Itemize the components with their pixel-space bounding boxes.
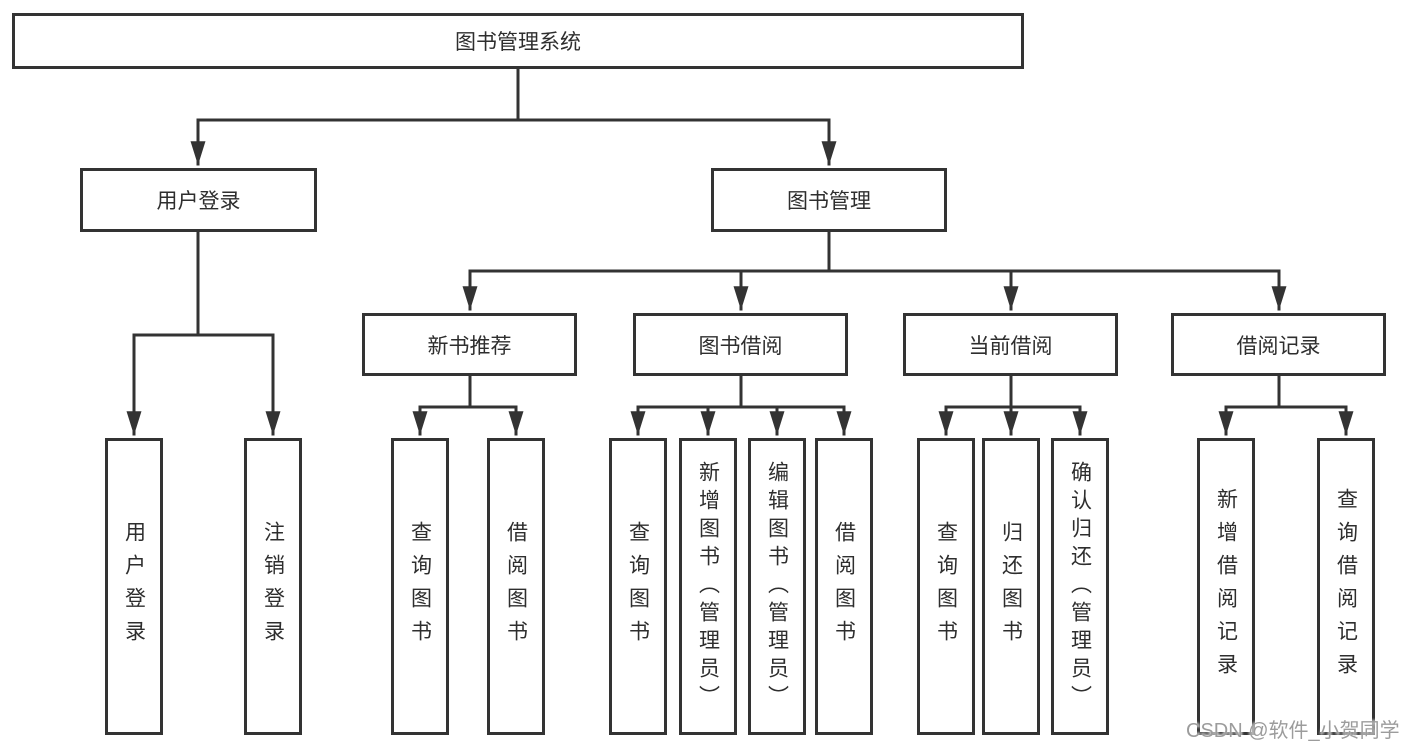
node-root-library-system: 图书管理系统 — [12, 13, 1024, 69]
node-label: 图书管理 — [787, 190, 871, 213]
leaf-confirm-return-admin: 确认归还（管理员） — [1051, 438, 1109, 735]
leaf-borrow-books-recommend: 借阅图书 — [487, 438, 545, 735]
leaf-query-borrow-record: 查询借阅记录 — [1317, 438, 1375, 735]
node-root-label: 图书管理系统 — [455, 31, 581, 54]
node-user-login-branch: 用户登录 — [80, 168, 317, 232]
leaf-label: 确认归还（管理员） — [1068, 460, 1092, 713]
leaf-query-books-recommend: 查询图书 — [391, 438, 449, 735]
node-new-book-recommendation: 新书推荐 — [362, 313, 577, 376]
leaf-query-books-borrow: 查询图书 — [609, 438, 667, 735]
leaf-label: 新增图书（管理员） — [696, 460, 720, 713]
leaf-user-login: 用户登录 — [105, 438, 163, 735]
leaf-label: 注销登录 — [261, 520, 285, 653]
csdn-watermark: CSDN @软件_小贺同学 — [1186, 720, 1400, 742]
leaf-add-books-admin: 新增图书（管理员） — [679, 438, 737, 735]
leaf-label: 借阅图书 — [832, 520, 856, 653]
leaf-add-borrow-record: 新增借阅记录 — [1197, 438, 1255, 735]
node-book-management-branch: 图书管理 — [711, 168, 947, 232]
leaf-label: 借阅图书 — [504, 520, 528, 653]
leaf-label: 用户登录 — [122, 520, 146, 653]
node-borrowing-records: 借阅记录 — [1171, 313, 1386, 376]
node-current-borrowing: 当前借阅 — [903, 313, 1118, 376]
leaf-edit-books-admin: 编辑图书（管理员） — [748, 438, 806, 735]
leaf-label: 查询图书 — [934, 520, 958, 653]
node-label: 当前借阅 — [968, 334, 1053, 358]
leaf-label: 归还图书 — [999, 520, 1023, 653]
leaf-label: 编辑图书（管理员） — [765, 460, 789, 713]
node-label: 图书借阅 — [698, 334, 783, 358]
leaf-label: 查询图书 — [626, 520, 650, 653]
node-label: 新书推荐 — [427, 334, 512, 358]
leaf-return-books: 归还图书 — [982, 438, 1040, 735]
node-book-borrowing: 图书借阅 — [633, 313, 848, 376]
leaf-label: 新增借阅记录 — [1214, 487, 1238, 686]
leaf-label: 查询图书 — [408, 520, 432, 653]
leaf-borrow-books: 借阅图书 — [815, 438, 873, 735]
leaf-logout: 注销登录 — [244, 438, 302, 735]
node-label: 用户登录 — [156, 190, 241, 213]
node-label: 借阅记录 — [1236, 334, 1321, 358]
leaf-label: 查询借阅记录 — [1334, 487, 1358, 686]
leaf-query-books-current: 查询图书 — [917, 438, 975, 735]
